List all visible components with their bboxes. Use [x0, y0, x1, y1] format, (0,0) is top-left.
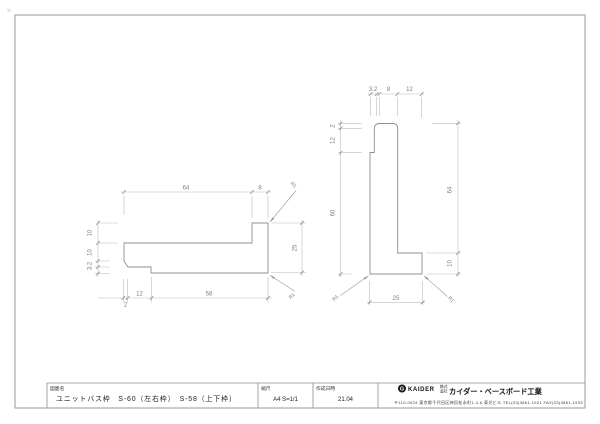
dim-label: 3.2 — [369, 87, 378, 93]
dim-label: 64 — [448, 186, 454, 193]
company-logo-text: KAIDER — [408, 387, 435, 393]
corp-prefix-line1: 株式 — [440, 384, 448, 389]
right-profile-outline — [369, 123, 423, 275]
left-profile-dimension-lines — [95, 191, 306, 303]
company-name: カイダー・ベースボード工業 — [449, 387, 543, 396]
drawing-name-label: 図面名 — [50, 385, 65, 392]
left-profile-dim-ticks — [95, 189, 305, 301]
title-block: 図面名 ユニットバス枠 S-60（左右枠） S-58（上下枠） 縮尺 A4 S=… — [50, 384, 583, 405]
dim-label: 25 — [393, 296, 400, 302]
scale-label: 縮尺 — [261, 385, 271, 392]
dim-label: 12 — [331, 137, 337, 144]
scale-value: A4 S=1/1 — [273, 397, 299, 403]
corp-prefix-line2: 会社 — [440, 389, 448, 394]
dim-label: 10 — [448, 260, 454, 267]
fillet-label: R1 — [288, 292, 297, 301]
sheet-border — [14, 14, 586, 409]
left-profile-fillet-leaders — [269, 190, 297, 292]
company-address: 〒110-0024 東京都千代田区神田松永町1-3-6 東光ビル TEL(03)… — [394, 399, 583, 405]
dim-label: 12 — [406, 87, 413, 93]
company-logo-icon — [398, 384, 406, 393]
dim-label: 58 — [206, 292, 213, 298]
dim-label: 2 — [331, 124, 337, 128]
title-block-frame — [46, 382, 585, 408]
right-profile-dim-ticks — [338, 91, 461, 305]
date-label: 作成日時 — [316, 385, 335, 392]
dim-label: 10 — [88, 249, 94, 256]
drawing-name: ユニットバス枠 S-60（左右枠） S-58（上下枠） — [56, 394, 237, 403]
dim-label: 10 — [88, 229, 94, 236]
right-profile-dim-labels: 3.2 8 12 2 12 60 64 10 25 R1 R1 — [331, 87, 456, 304]
dim-label: 8 — [387, 87, 391, 93]
right-profile-fillet-leaders — [340, 275, 448, 297]
dim-label: 64 — [183, 186, 190, 192]
dim-label: 12 — [136, 292, 143, 298]
corner-mark: ✳ — [6, 7, 12, 15]
dim-label: 3.2 — [88, 261, 94, 270]
date-value: 21.04 — [338, 397, 354, 403]
fillet-label: R1 — [289, 181, 298, 190]
dim-label: 8 — [258, 186, 262, 192]
dim-label: 25 — [293, 244, 299, 251]
right-profile-dimension-lines — [338, 93, 461, 305]
left-profile-outline — [123, 222, 269, 274]
fillet-label: R1 — [331, 294, 340, 303]
dim-label: 60 — [331, 209, 337, 216]
left-profile-dim-labels: 64 8 10 10 3.2 25 2 12 58 R1 R1 — [88, 181, 299, 309]
dim-label: 2 — [124, 303, 128, 309]
company-logo-letter: G — [400, 387, 404, 393]
fillet-label: R1 — [446, 295, 455, 304]
